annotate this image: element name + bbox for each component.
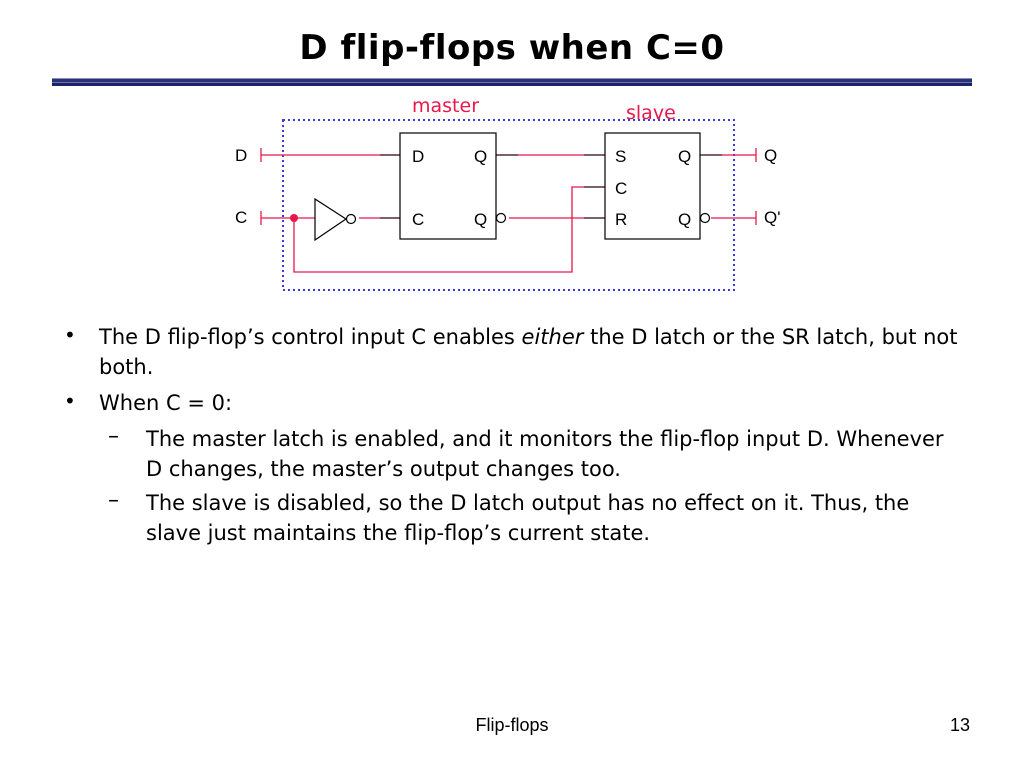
output-q-label: Q — [764, 146, 777, 165]
footer-title: Flip-flops — [475, 715, 549, 735]
bullet-text: The D flip-flop’s control input C enable… — [99, 325, 958, 379]
master-pin-qbar: Q — [474, 210, 487, 229]
sub-bullet-item: – The master latch is enabled, and it mo… — [62, 424, 962, 484]
slave-qbar-bubble — [699, 212, 711, 224]
output-qprime-label: Q' — [764, 208, 780, 227]
slave-sr-latch — [604, 132, 701, 240]
bullet-text: When C = 0: — [99, 391, 233, 415]
slave-pin-q: Q — [678, 147, 691, 166]
title-underline — [52, 78, 972, 86]
wire-c-to-slave — [293, 186, 605, 273]
sub-bullet-marker: – — [108, 424, 119, 449]
junction-dot — [290, 214, 298, 222]
sub-bullet-text: The slave is disabled, so the D latch ou… — [146, 491, 910, 545]
pin-stubs — [380, 154, 722, 219]
inverter-bubble — [345, 213, 357, 225]
master-pin-c: C — [412, 210, 424, 229]
master-pin-d: D — [412, 147, 424, 166]
slide-title: D flip-flops when C=0 — [299, 28, 725, 68]
slave-pin-s: S — [615, 147, 626, 166]
sub-bullet-item: – The slave is disabled, so the D latch … — [62, 488, 962, 548]
sub-bullet-marker: – — [108, 488, 119, 513]
slave-pin-r: R — [615, 210, 627, 229]
slave-label: slave — [626, 102, 676, 124]
bullet-item: • The D flip-flop’s control input C enab… — [62, 322, 962, 382]
input-c-label: C — [235, 208, 247, 227]
master-qbar-bubble — [495, 212, 507, 224]
master-pin-q: Q — [474, 147, 487, 166]
master-d-latch — [399, 132, 497, 240]
page-number: 13 — [949, 715, 970, 735]
input-d-label: D — [235, 146, 247, 165]
master-label: master — [412, 95, 479, 117]
slave-pin-c: C — [615, 179, 627, 198]
bullet-marker: • — [64, 389, 76, 413]
flip-flop-boundary — [282, 119, 735, 291]
flip-flop-diagram: master slave D C D C Q Q S C — [235, 95, 780, 291]
sub-bullet-text: The master latch is enabled, and it moni… — [146, 427, 944, 481]
bullet-list: • The D flip-flop’s control input C enab… — [62, 322, 962, 552]
slave-pin-qbar: Q — [678, 210, 691, 229]
bullet-marker: • — [64, 323, 76, 347]
inverter-gate — [314, 197, 348, 242]
bullet-item: • When C = 0: — [62, 388, 962, 418]
